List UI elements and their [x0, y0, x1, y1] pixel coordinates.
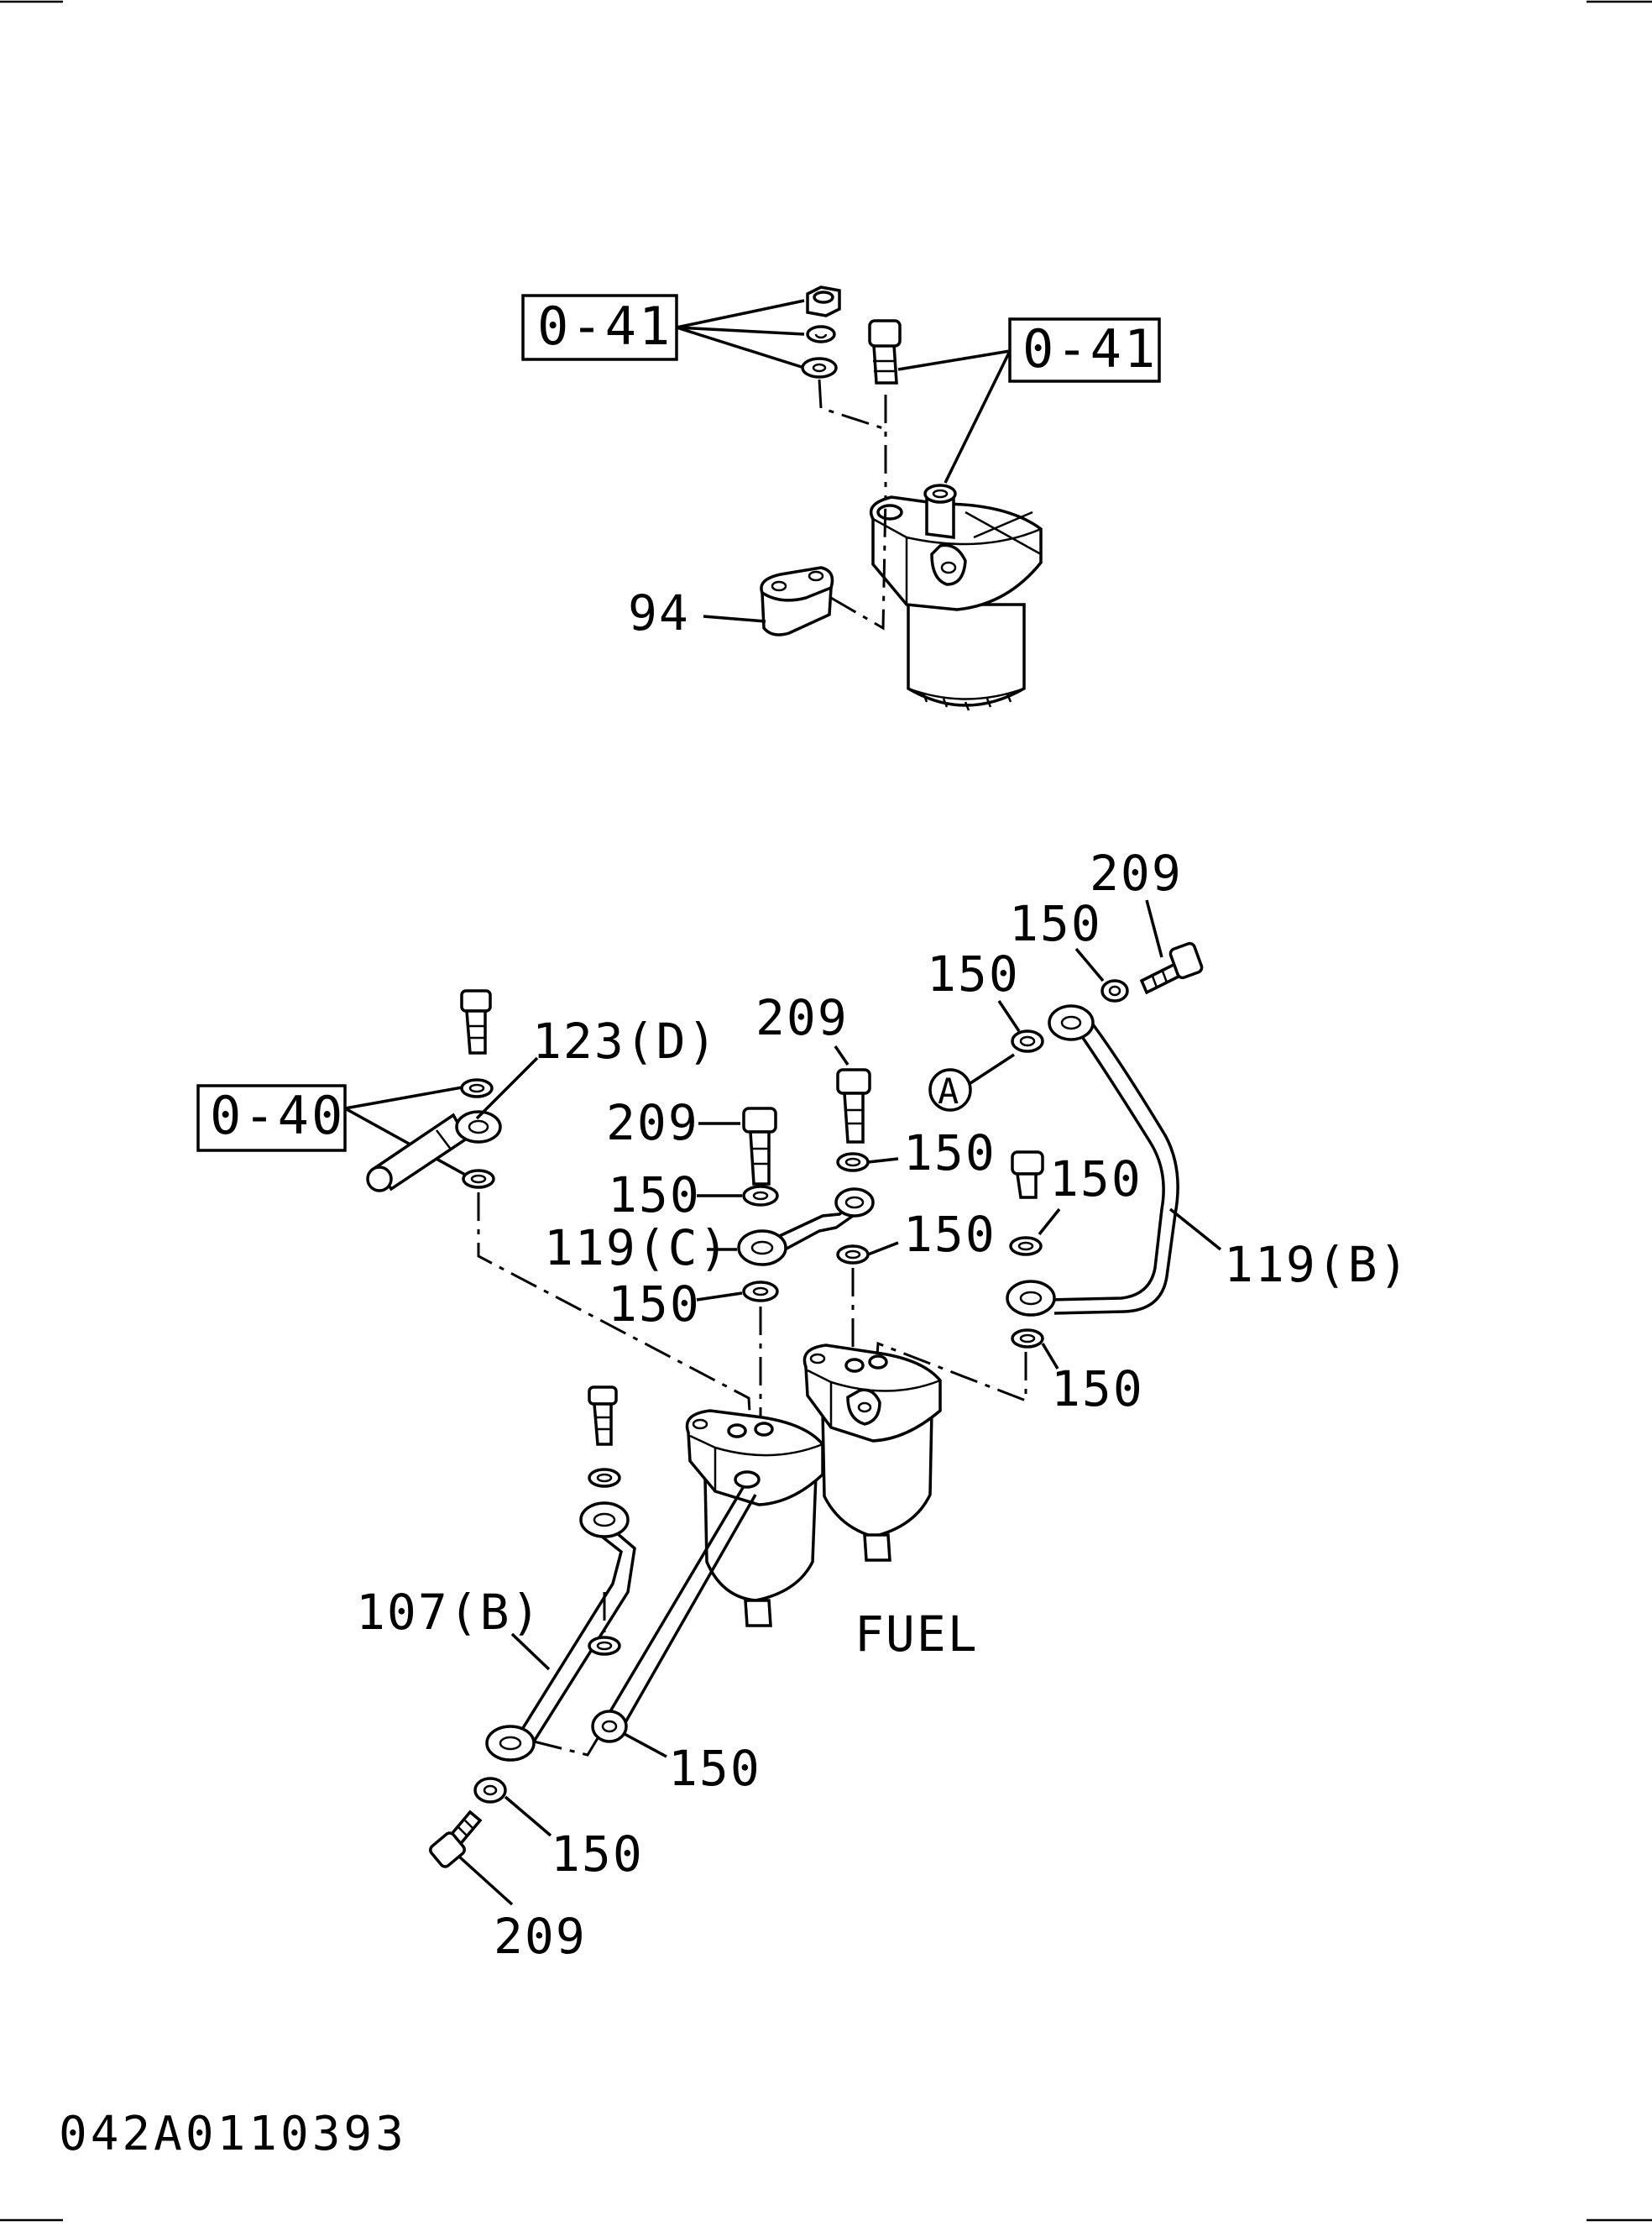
washer-icon [801, 357, 838, 379]
bolt-icon-right [1011, 1150, 1044, 1199]
callout-150-top-b: 150 [1009, 895, 1102, 952]
washer-icon-150-top-b [1100, 979, 1129, 1003]
fuel-label: FUEL [855, 1605, 979, 1663]
bolt-icon-209-center [742, 1107, 777, 1186]
callout-150-l2: 150 [608, 1275, 701, 1333]
callout-150-r1: 150 [903, 1124, 996, 1181]
document-code: 042A0110393 [59, 2107, 407, 2161]
lower-dual-filter-assembly: 0-40 123(D) [196, 845, 1410, 1965]
bolt-icon [868, 319, 902, 385]
washer-icon-150-l2 [742, 1281, 779, 1302]
bolt-icon-209-bottom [429, 1810, 483, 1868]
bolt-icon-left-top [460, 989, 492, 1055]
fuel-pipe-119b [1006, 1004, 1179, 1317]
fuel-filter-right [802, 1343, 942, 1562]
ref-box-0-40[interactable] [196, 1084, 347, 1152]
callout-123d: 123(D) [532, 1013, 719, 1070]
fuel-filter-canister [869, 484, 1043, 711]
fuel-filter-left [685, 1409, 824, 1627]
washer-icon-150-b2 [473, 1777, 507, 1804]
callout-150-right-low: 150 [1051, 1360, 1144, 1417]
callout-209-mid: 209 [606, 1094, 699, 1151]
hose-fitting-123d [366, 1110, 502, 1192]
callout-150-b2: 150 [551, 1825, 644, 1883]
callout-209-bottom: 209 [494, 1908, 587, 1965]
callout-150-r2: 150 [903, 1206, 996, 1263]
upper-fuel-filter-assembly: 0-41 0-41 [521, 285, 1161, 711]
nut-icon [806, 285, 841, 317]
washer-icon-150-r3 [1009, 1236, 1043, 1256]
ref-box-left-label: 0-41 [537, 296, 672, 357]
callout-119c: 119(C) [544, 1219, 730, 1276]
washer-icon-150-l1 [742, 1185, 779, 1207]
callout-150-b1: 150 [668, 1740, 761, 1797]
callout-107b: 107(B) [356, 1584, 542, 1641]
fuel-hose-connector [603, 1485, 757, 1731]
callout-150-top-a: 150 [927, 945, 1020, 1003]
callout-209-top: 209 [755, 989, 849, 1046]
spring-washer-icon [806, 325, 836, 343]
callout-150-r3: 150 [1049, 1150, 1142, 1207]
callout-94: 94 [628, 584, 690, 642]
bolt-icon-209-center-upper [836, 1068, 871, 1144]
washer-icon-lower-left-2 [588, 1636, 621, 1656]
bolt-icon-209-top-right [1139, 941, 1204, 995]
washer-icon-150-top-a [1011, 1029, 1044, 1053]
fuel-pipe-119c [737, 1187, 875, 1266]
callout-119b: 119(B) [1224, 1236, 1410, 1293]
washer-icon-150-right-low [1011, 1328, 1044, 1349]
bolt-icon-lower-left-top [588, 1385, 618, 1446]
washer-icon-lower-left [462, 1169, 495, 1189]
washer-icon-150-r2 [836, 1244, 870, 1265]
callout-150-l1: 150 [608, 1166, 701, 1223]
washer-icon-150-b1 [591, 1710, 628, 1743]
fuel-pipe-107b [485, 1501, 636, 1762]
washer-icon-lower-left-1 [588, 1468, 621, 1488]
ref-box-0-40-label: 0-40 [210, 1085, 345, 1146]
washer-icon-upper-left [460, 1078, 494, 1098]
ref-box-right[interactable] [1008, 317, 1161, 383]
circle-marker-a-label: A [938, 1071, 959, 1112]
washer-icon-150-r1 [836, 1152, 870, 1172]
circle-marker-a[interactable] [928, 1068, 972, 1112]
callout-209-upper-right: 209 [1090, 845, 1183, 902]
ref-box-right-label: 0-41 [1022, 318, 1158, 380]
spacer-bracket [760, 566, 834, 636]
